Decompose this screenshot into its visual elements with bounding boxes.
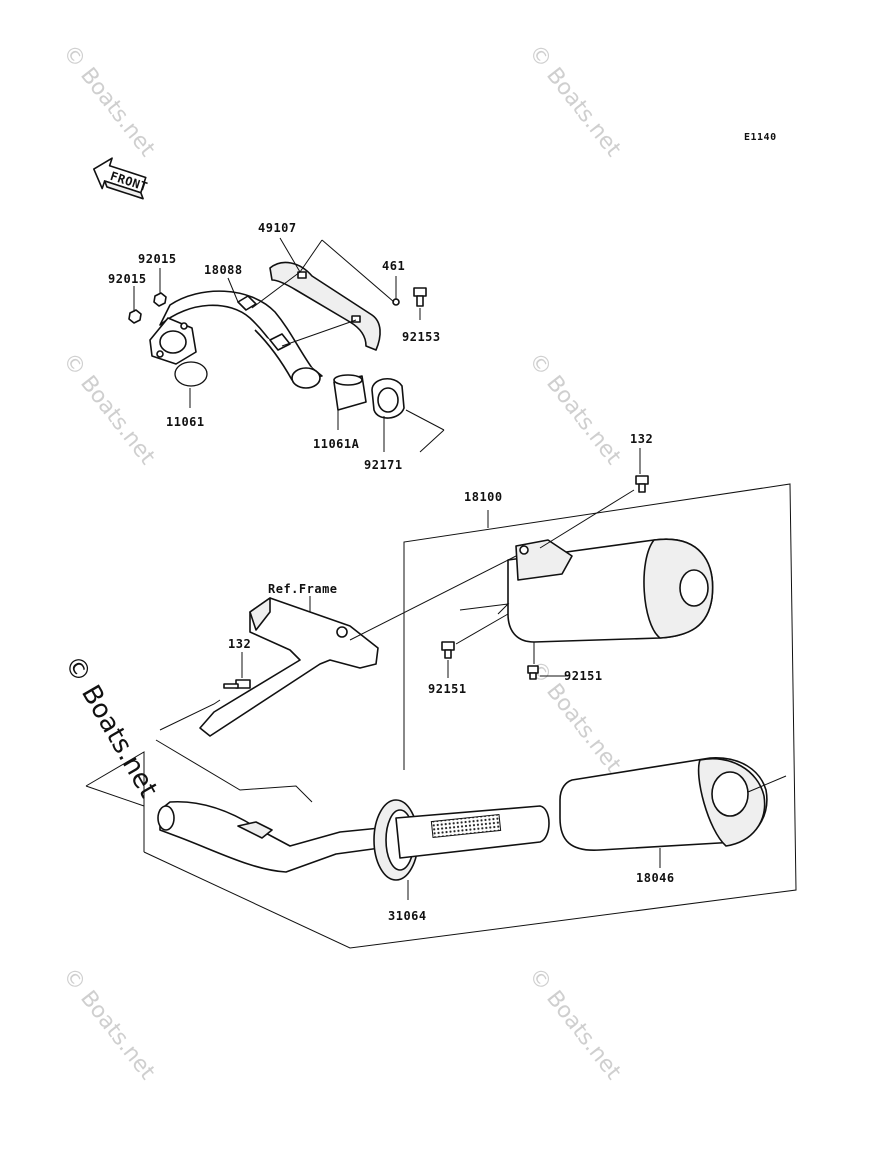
header-pipe-outlet bbox=[291, 367, 321, 389]
assembly-outline bbox=[143, 483, 797, 949]
bolt-132-left bbox=[223, 679, 251, 689]
bolt-92151-left bbox=[441, 641, 455, 659]
bolt-132-top bbox=[635, 475, 649, 493]
frame-bracket bbox=[199, 597, 379, 737]
nut-92015 bbox=[128, 309, 142, 324]
watermark: © Boats.net bbox=[523, 40, 626, 161]
nut-92015 bbox=[153, 292, 167, 307]
silencer-inlet-pipe bbox=[159, 800, 381, 873]
front-arrow: FRONT bbox=[93, 157, 150, 200]
part-labels: 49107 92015 92015 18088 461 92153 11061 … bbox=[108, 221, 675, 923]
muffler-bracket bbox=[515, 539, 573, 581]
label-11061a: 11061A bbox=[313, 437, 360, 451]
silencer-assembly bbox=[85, 448, 797, 949]
watermark: © Boats.net bbox=[523, 348, 626, 469]
label-92151-left: 92151 bbox=[428, 682, 467, 696]
label-92151-right: 92151 bbox=[564, 669, 603, 683]
gasket-11061 bbox=[174, 361, 208, 387]
watermark: © Boats.net bbox=[57, 348, 160, 469]
label-49107: 49107 bbox=[258, 221, 297, 235]
label-132-left: 132 bbox=[228, 637, 251, 651]
label-92015-lower: 92015 bbox=[108, 272, 147, 286]
watermark-dark: © Boats.net bbox=[58, 651, 163, 803]
bolt-92151-right bbox=[527, 665, 539, 680]
label-31064: 31064 bbox=[388, 909, 427, 923]
label-461: 461 bbox=[382, 259, 405, 273]
label-92015-upper: 92015 bbox=[138, 252, 177, 266]
label-18046: 18046 bbox=[636, 871, 675, 885]
label-92171: 92171 bbox=[364, 458, 403, 472]
label-18088: 18088 bbox=[204, 263, 243, 277]
bolt-92153 bbox=[413, 287, 427, 307]
watermark: © Boats.net bbox=[57, 40, 160, 161]
label-ref-frame: Ref.Frame bbox=[268, 582, 338, 596]
watermark: © Boats.net bbox=[523, 963, 626, 1084]
label-132-top: 132 bbox=[630, 432, 653, 446]
label-18100: 18100 bbox=[464, 490, 503, 504]
label-11061: 11061 bbox=[166, 415, 205, 429]
watermark: © Boats.net bbox=[57, 963, 160, 1084]
diagram-code: E1140 bbox=[744, 132, 777, 143]
label-92153: 92153 bbox=[402, 330, 441, 344]
header-pipe-assembly bbox=[128, 237, 445, 453]
heat-guard bbox=[269, 261, 381, 351]
